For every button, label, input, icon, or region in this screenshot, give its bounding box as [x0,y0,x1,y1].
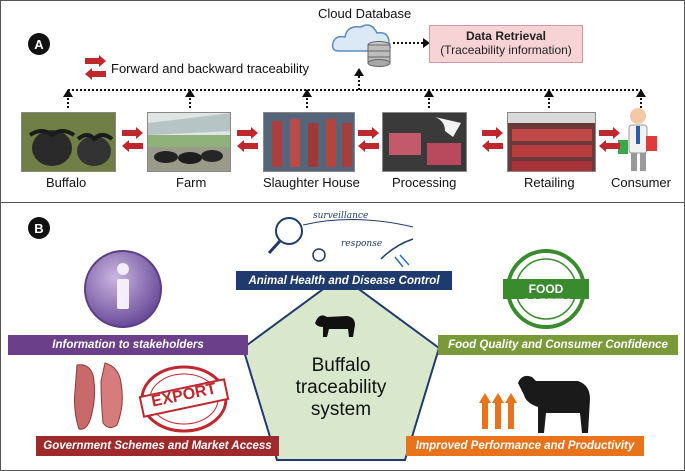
traceability-legend-text: Forward and backward traceability [111,61,309,76]
data-retrieval-box: Data Retrieval (Traceability information… [429,25,583,63]
data-retrieval-subtitle: (Traceability information) [440,43,572,57]
traceability-dotted-bus [63,68,646,109]
food-safety-text: FOOD SAFETY [522,282,570,310]
export-stamp: EXPORT [137,363,231,435]
retrieval-arrow [393,38,430,48]
data-retrieval-title: Data Retrieval [465,29,547,43]
response-text: response [341,239,383,249]
animal-health-bar: Animal Health and Disease Control [236,271,452,290]
food-quality-bar: Food Quality and Consumer Confidence [438,335,678,355]
flow-arrows [122,127,620,152]
panel-a: A Cloud Database Data Retrieval (Traceab… [0,0,685,203]
panel-a-badge: A [28,33,50,55]
farm-image [147,112,231,172]
processing-image [382,112,467,172]
growth-arrows-icon [479,393,517,429]
center-title: Buffalo traceability system [295,355,387,420]
food-safety-stamp: FOOD SAFETY [501,247,591,331]
stage-label-consumer: Consumer [611,175,671,190]
slaughter-house-image [263,112,355,172]
bull-icon [518,375,590,433]
cloud-database-icon [331,24,391,67]
information-bar: Information to stakeholders [8,335,248,355]
stage-label-buffalo: Buffalo [46,175,87,190]
surveillance-text: surveillance [313,211,369,221]
buffalo-image [21,112,116,172]
consumer-icon [618,108,657,171]
stage-label-farm: Farm [176,175,207,190]
government-bar: Government Schemes and Market Access [36,436,279,456]
traceability-pentagon [241,274,441,461]
info-icon [84,250,162,328]
buffalo-silhouette-icon [315,315,355,337]
performance-bar: Improved Performance and Productivity [406,436,644,456]
cloud-database-label: Cloud Database [318,6,412,21]
bidirectional-arrow-icon [85,55,106,80]
surveillance-illustration: surveillance response [263,209,425,271]
panel-b: B Buffalo traceability system surveillan… [0,202,685,471]
retailing-image [507,112,596,172]
carcass-icon [74,362,123,430]
stage-label-retailing: Retailing [524,175,575,190]
stage-label-processing: Processing [392,175,457,190]
stage-label-slaughter-house: Slaughter House [263,175,360,190]
panel-b-badge: B [28,217,50,239]
